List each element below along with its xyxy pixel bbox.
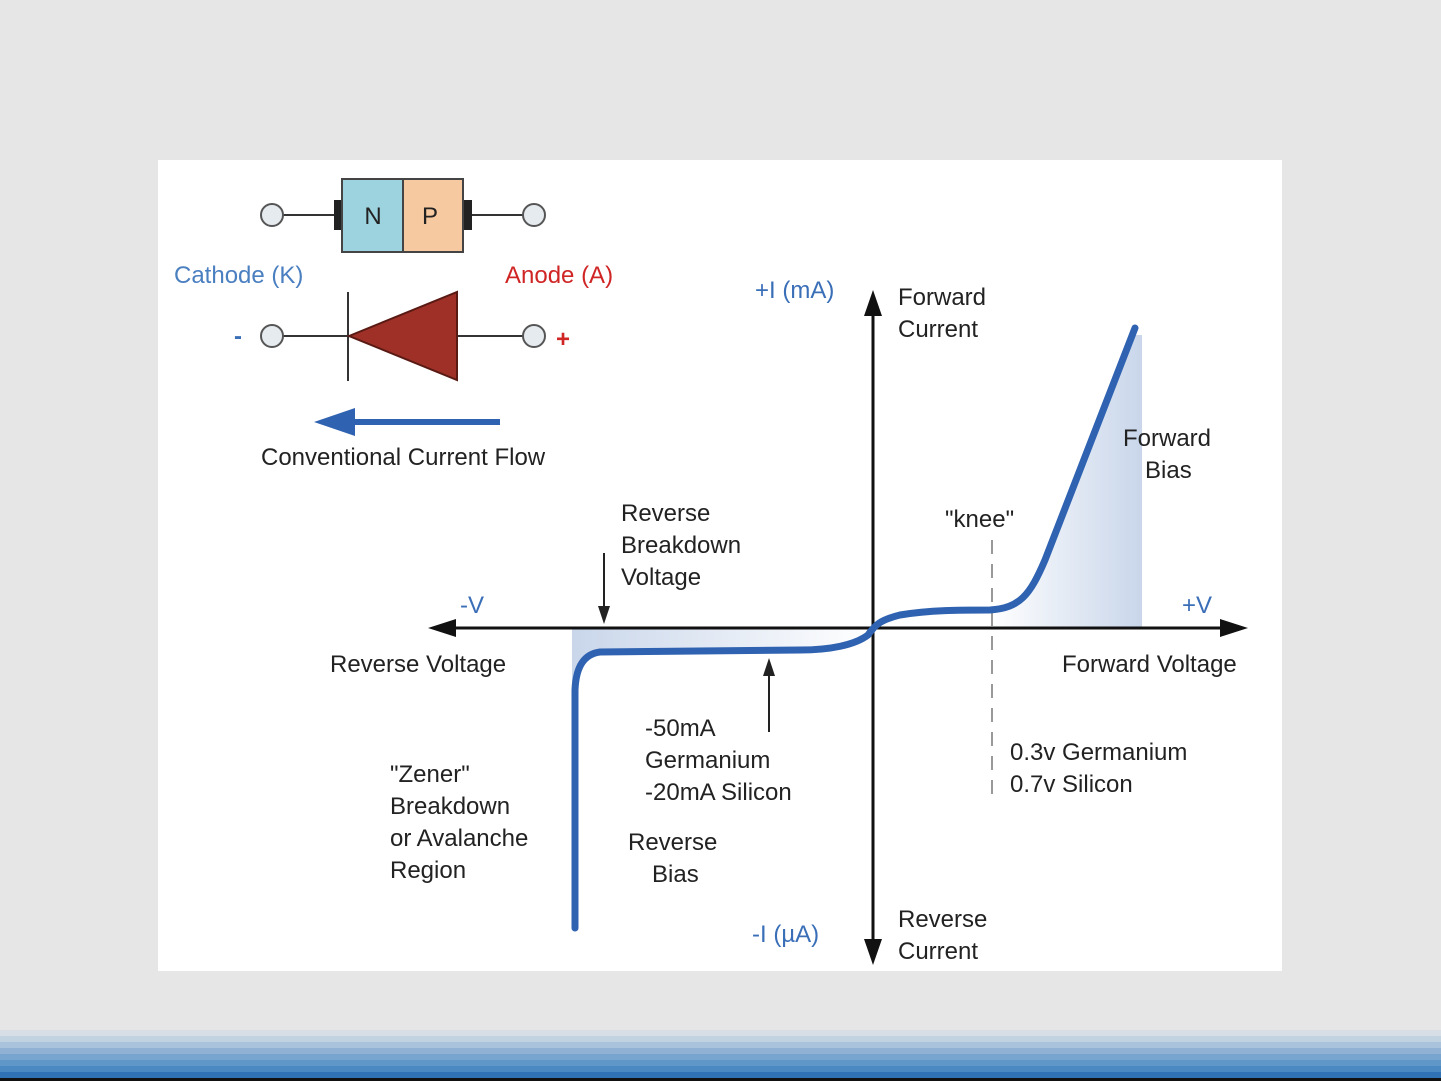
zener-1: "Zener" <box>390 761 470 788</box>
plus-sign: + <box>556 326 570 353</box>
breakdown-arrow-icon <box>598 553 610 624</box>
y-pos-label: +I (mA) <box>755 277 834 304</box>
slide-footer-bar <box>0 1030 1441 1081</box>
p-label: P <box>422 203 438 230</box>
cathode-terminal <box>260 203 284 227</box>
n-label: N <box>364 203 381 230</box>
x-neg-desc: Reverse Voltage <box>330 651 506 678</box>
anode-terminal <box>522 203 546 227</box>
zener-2: Breakdown <box>390 793 510 820</box>
y-neg-desc-2: Current <box>898 938 978 965</box>
diode-package: N P <box>260 178 546 253</box>
reverse-bias-1: Reverse <box>628 829 717 856</box>
breakdown-3: Voltage <box>621 564 701 591</box>
threshold-2: 0.7v Silicon <box>1010 771 1133 798</box>
zener-3: or Avalanche <box>390 825 528 852</box>
breakdown-2: Breakdown <box>621 532 741 559</box>
zener-4: Region <box>390 857 466 884</box>
reverse-bias-2: Bias <box>652 861 699 888</box>
anode-label: Anode (A) <box>505 262 613 289</box>
y-neg-desc-1: Reverse <box>898 906 987 933</box>
leakage-arrow-icon <box>763 658 775 732</box>
forward-bias-shading <box>990 335 1142 628</box>
y-pos-desc-1: Forward <box>898 284 986 311</box>
current-flow-label: Conventional Current Flow <box>261 444 546 471</box>
forward-bias-2: Bias <box>1145 457 1192 484</box>
x-axis <box>428 619 1248 637</box>
leakage-2: Germanium <box>645 747 770 774</box>
threshold-1: 0.3v Germanium <box>1010 739 1187 766</box>
y-pos-desc-2: Current <box>898 316 978 343</box>
cathode-label: Cathode (K) <box>174 262 303 289</box>
x-pos-desc: Forward Voltage <box>1062 651 1237 678</box>
breakdown-1: Reverse <box>621 500 710 527</box>
iv-curve <box>571 324 1139 932</box>
current-flow-arrow-icon <box>314 408 500 436</box>
p-region <box>402 178 464 253</box>
n-region <box>341 178 404 253</box>
leakage-3: -20mA Silicon <box>645 779 792 806</box>
y-neg-label: -I (µA) <box>752 921 819 948</box>
reverse-bias-shading <box>572 628 870 690</box>
leakage-1: -50mA <box>645 715 716 742</box>
x-pos-label: +V <box>1182 592 1212 619</box>
diode-symbol <box>260 290 546 382</box>
knee-label: "knee" <box>945 506 1014 533</box>
forward-bias-1: Forward <box>1123 425 1211 452</box>
x-neg-label: -V <box>460 592 484 619</box>
minus-sign: - <box>234 323 242 350</box>
